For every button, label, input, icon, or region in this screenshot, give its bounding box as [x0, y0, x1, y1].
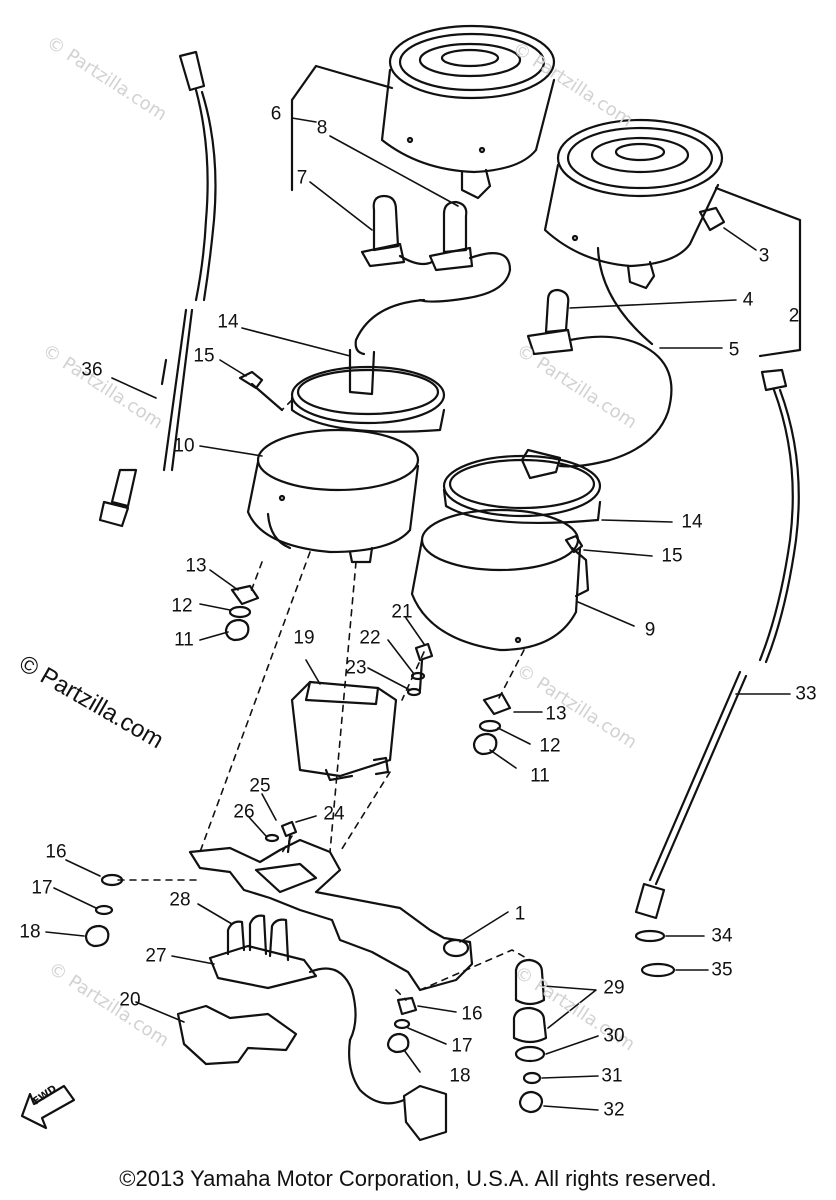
- callout-34: 34: [711, 925, 733, 947]
- copyright-footer: ©2013 Yamaha Motor Corporation, U.S.A. A…: [119, 1166, 717, 1191]
- callout-21: 21: [391, 601, 413, 623]
- bulb-socket-right: [526, 246, 673, 468]
- callout-36: 36: [81, 359, 103, 381]
- meter-assembly-left: [380, 24, 556, 200]
- grommet-stack: [512, 958, 548, 1114]
- callout-16-left: 16: [45, 841, 67, 863]
- callout-11-right: 11: [530, 765, 550, 787]
- callout-23: 23: [345, 657, 367, 679]
- callout-12-left: 12: [171, 595, 193, 617]
- callout-8: 8: [316, 117, 328, 139]
- meter-case-right: [410, 448, 602, 652]
- bulb-socket-pair-top: [354, 194, 512, 356]
- callout-18-left: 18: [19, 921, 41, 943]
- callout-6: 6: [270, 103, 282, 125]
- indicator-socket-assembly: [208, 914, 448, 1142]
- callout-33: 33: [795, 683, 817, 705]
- meter-bracket: [188, 838, 474, 992]
- callout-7: 7: [296, 167, 308, 189]
- callout-18-right: 18: [449, 1065, 471, 1087]
- callout-35: 35: [711, 959, 733, 981]
- callout-31: 31: [601, 1065, 623, 1087]
- callout-4: 4: [742, 289, 754, 311]
- callout-17-right: 17: [451, 1035, 473, 1057]
- callout-2: 2: [788, 305, 800, 327]
- indicator-box: [290, 680, 398, 782]
- callout-12-right: 12: [539, 735, 561, 757]
- callout-1: 1: [514, 903, 526, 925]
- callout-14-right: 14: [681, 511, 703, 533]
- callout-30: 30: [603, 1025, 625, 1047]
- callout-17-left: 17: [31, 877, 53, 899]
- nut-stack-left: [224, 584, 260, 642]
- callout-24: 24: [323, 803, 345, 825]
- callout-32: 32: [603, 1099, 625, 1121]
- callout-15-right: 15: [661, 545, 683, 567]
- callout-26: 26: [233, 801, 255, 823]
- callout-13-left: 13: [185, 555, 207, 577]
- callout-13-right: 13: [545, 703, 567, 725]
- nut-stack-right: [472, 692, 512, 756]
- callout-22: 22: [359, 627, 381, 649]
- callout-25: 25: [249, 775, 271, 797]
- callout-28: 28: [169, 889, 191, 911]
- meter-case-left: [246, 348, 446, 564]
- meter-assembly-right: [543, 118, 726, 290]
- callout-16-right: 16: [461, 1003, 483, 1025]
- callout-20: 20: [119, 989, 141, 1011]
- callout-19: 19: [293, 627, 315, 649]
- callout-15-left: 15: [193, 345, 215, 367]
- callout-14-left: 14: [217, 311, 239, 333]
- callout-29: 29: [603, 977, 625, 999]
- callout-9: 9: [644, 619, 656, 641]
- callout-5: 5: [728, 339, 740, 361]
- callout-10: 10: [173, 435, 195, 457]
- callout-11-left: 11: [174, 629, 194, 651]
- speedometer-cable: [98, 50, 217, 528]
- callout-27: 27: [145, 945, 167, 967]
- callout-3: 3: [758, 245, 770, 267]
- tachometer-cable: [634, 368, 800, 920]
